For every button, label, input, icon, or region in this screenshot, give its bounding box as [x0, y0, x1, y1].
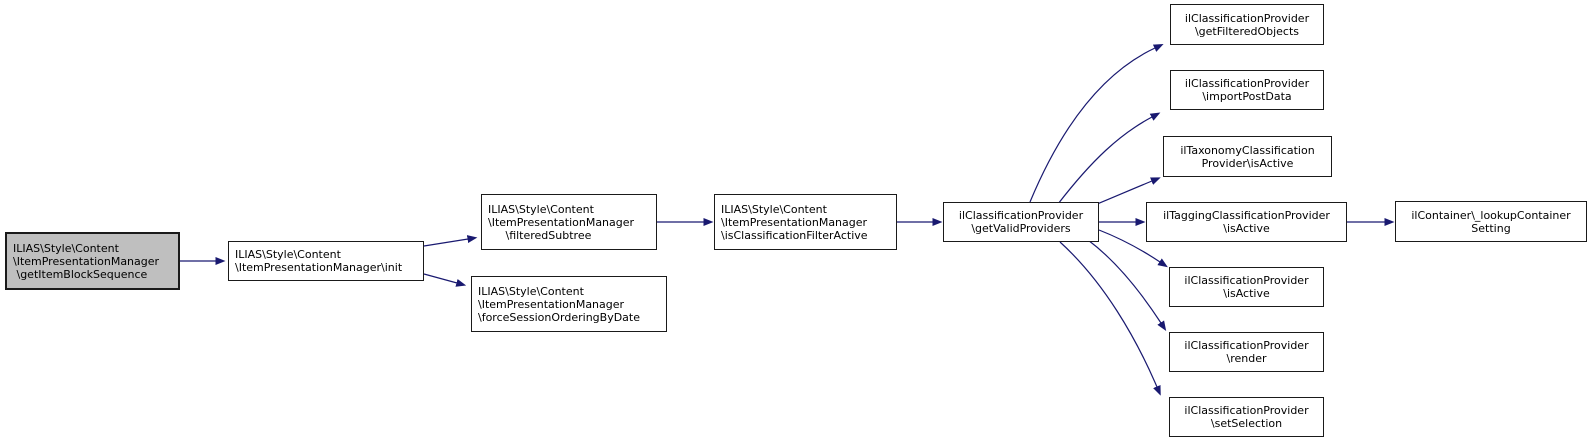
edge-getvalidproviders-to-render	[1087, 239, 1167, 331]
node-render[interactable]: ilClassificationProvider \render	[1169, 332, 1324, 372]
edge-init-to-filteredsubtree	[423, 235, 478, 247]
node-set-selection[interactable]: ilClassificationProvider \setSelection	[1169, 397, 1324, 437]
node-get-item-block-sequence: ILIAS\Style\Content \ItemPresentationMan…	[5, 232, 180, 290]
node-import-post-data[interactable]: ilClassificationProvider \importPostData	[1170, 70, 1324, 110]
node-is-classification-filter-active[interactable]: ILIAS\Style\Content \ItemPresentationMan…	[714, 194, 897, 250]
node-label: ILIAS\Style\Content \ItemPresentationMan…	[488, 202, 635, 242]
edge-getvalidproviders-to-importpostdata	[1057, 112, 1161, 205]
edge-getvalidproviders-to-getfilteredobjects	[1029, 43, 1164, 203]
node-get-valid-providers[interactable]: ilClassificationProvider \getValidProvid…	[943, 202, 1099, 242]
edge-init-to-forcesessionordering	[423, 273, 467, 287]
node-label: ilContainer\_lookupContainer Setting	[1411, 208, 1571, 235]
node-get-filtered-objects[interactable]: ilClassificationProvider \getFilteredObj…	[1170, 4, 1324, 45]
node-tagging-is-active[interactable]: ilTaggingClassificationProvider \isActiv…	[1146, 202, 1347, 242]
node-filtered-subtree[interactable]: ILIAS\Style\Content \ItemPresentationMan…	[481, 194, 657, 250]
node-label: ilClassificationProvider \importPostData	[1184, 77, 1310, 103]
node-label: ILIAS\Style\Content \ItemPresentationMan…	[235, 248, 403, 274]
node-label: ILIAS\Style\Content \ItemPresentationMan…	[478, 284, 640, 324]
node-label: ilClassificationProvider \setSelection	[1184, 404, 1309, 430]
node-taxonomy-is-active[interactable]: ilTaxonomyClassification Provider\isActi…	[1163, 136, 1332, 177]
node-is-active[interactable]: ilClassificationProvider \isActive	[1169, 267, 1324, 307]
edge-getvalidproviders-to-isactive	[1098, 229, 1168, 268]
node-label: ilClassificationProvider \getFilteredObj…	[1184, 11, 1310, 38]
node-label: ilClassificationProvider \render	[1184, 339, 1309, 365]
node-init[interactable]: ILIAS\Style\Content \ItemPresentationMan…	[228, 241, 424, 281]
node-label: ilTaggingClassificationProvider \isActiv…	[1163, 209, 1330, 235]
node-label: ILIAS\Style\Content \ItemPresentationMan…	[721, 202, 868, 242]
edge-getvalidproviders-to-setselection	[1059, 241, 1161, 396]
node-lookup-container-setting[interactable]: ilContainer\_lookupContainer Setting	[1395, 201, 1587, 242]
node-label: ilClassificationProvider \getValidProvid…	[958, 209, 1084, 235]
node-label: ILIAS\Style\Content \ItemPresentationMan…	[13, 241, 160, 281]
node-label: ilTaxonomyClassification Provider\isActi…	[1180, 143, 1315, 170]
node-label: ilClassificationProvider \isActive	[1184, 274, 1309, 300]
node-force-session-ordering-by-date[interactable]: ILIAS\Style\Content \ItemPresentationMan…	[471, 276, 667, 332]
